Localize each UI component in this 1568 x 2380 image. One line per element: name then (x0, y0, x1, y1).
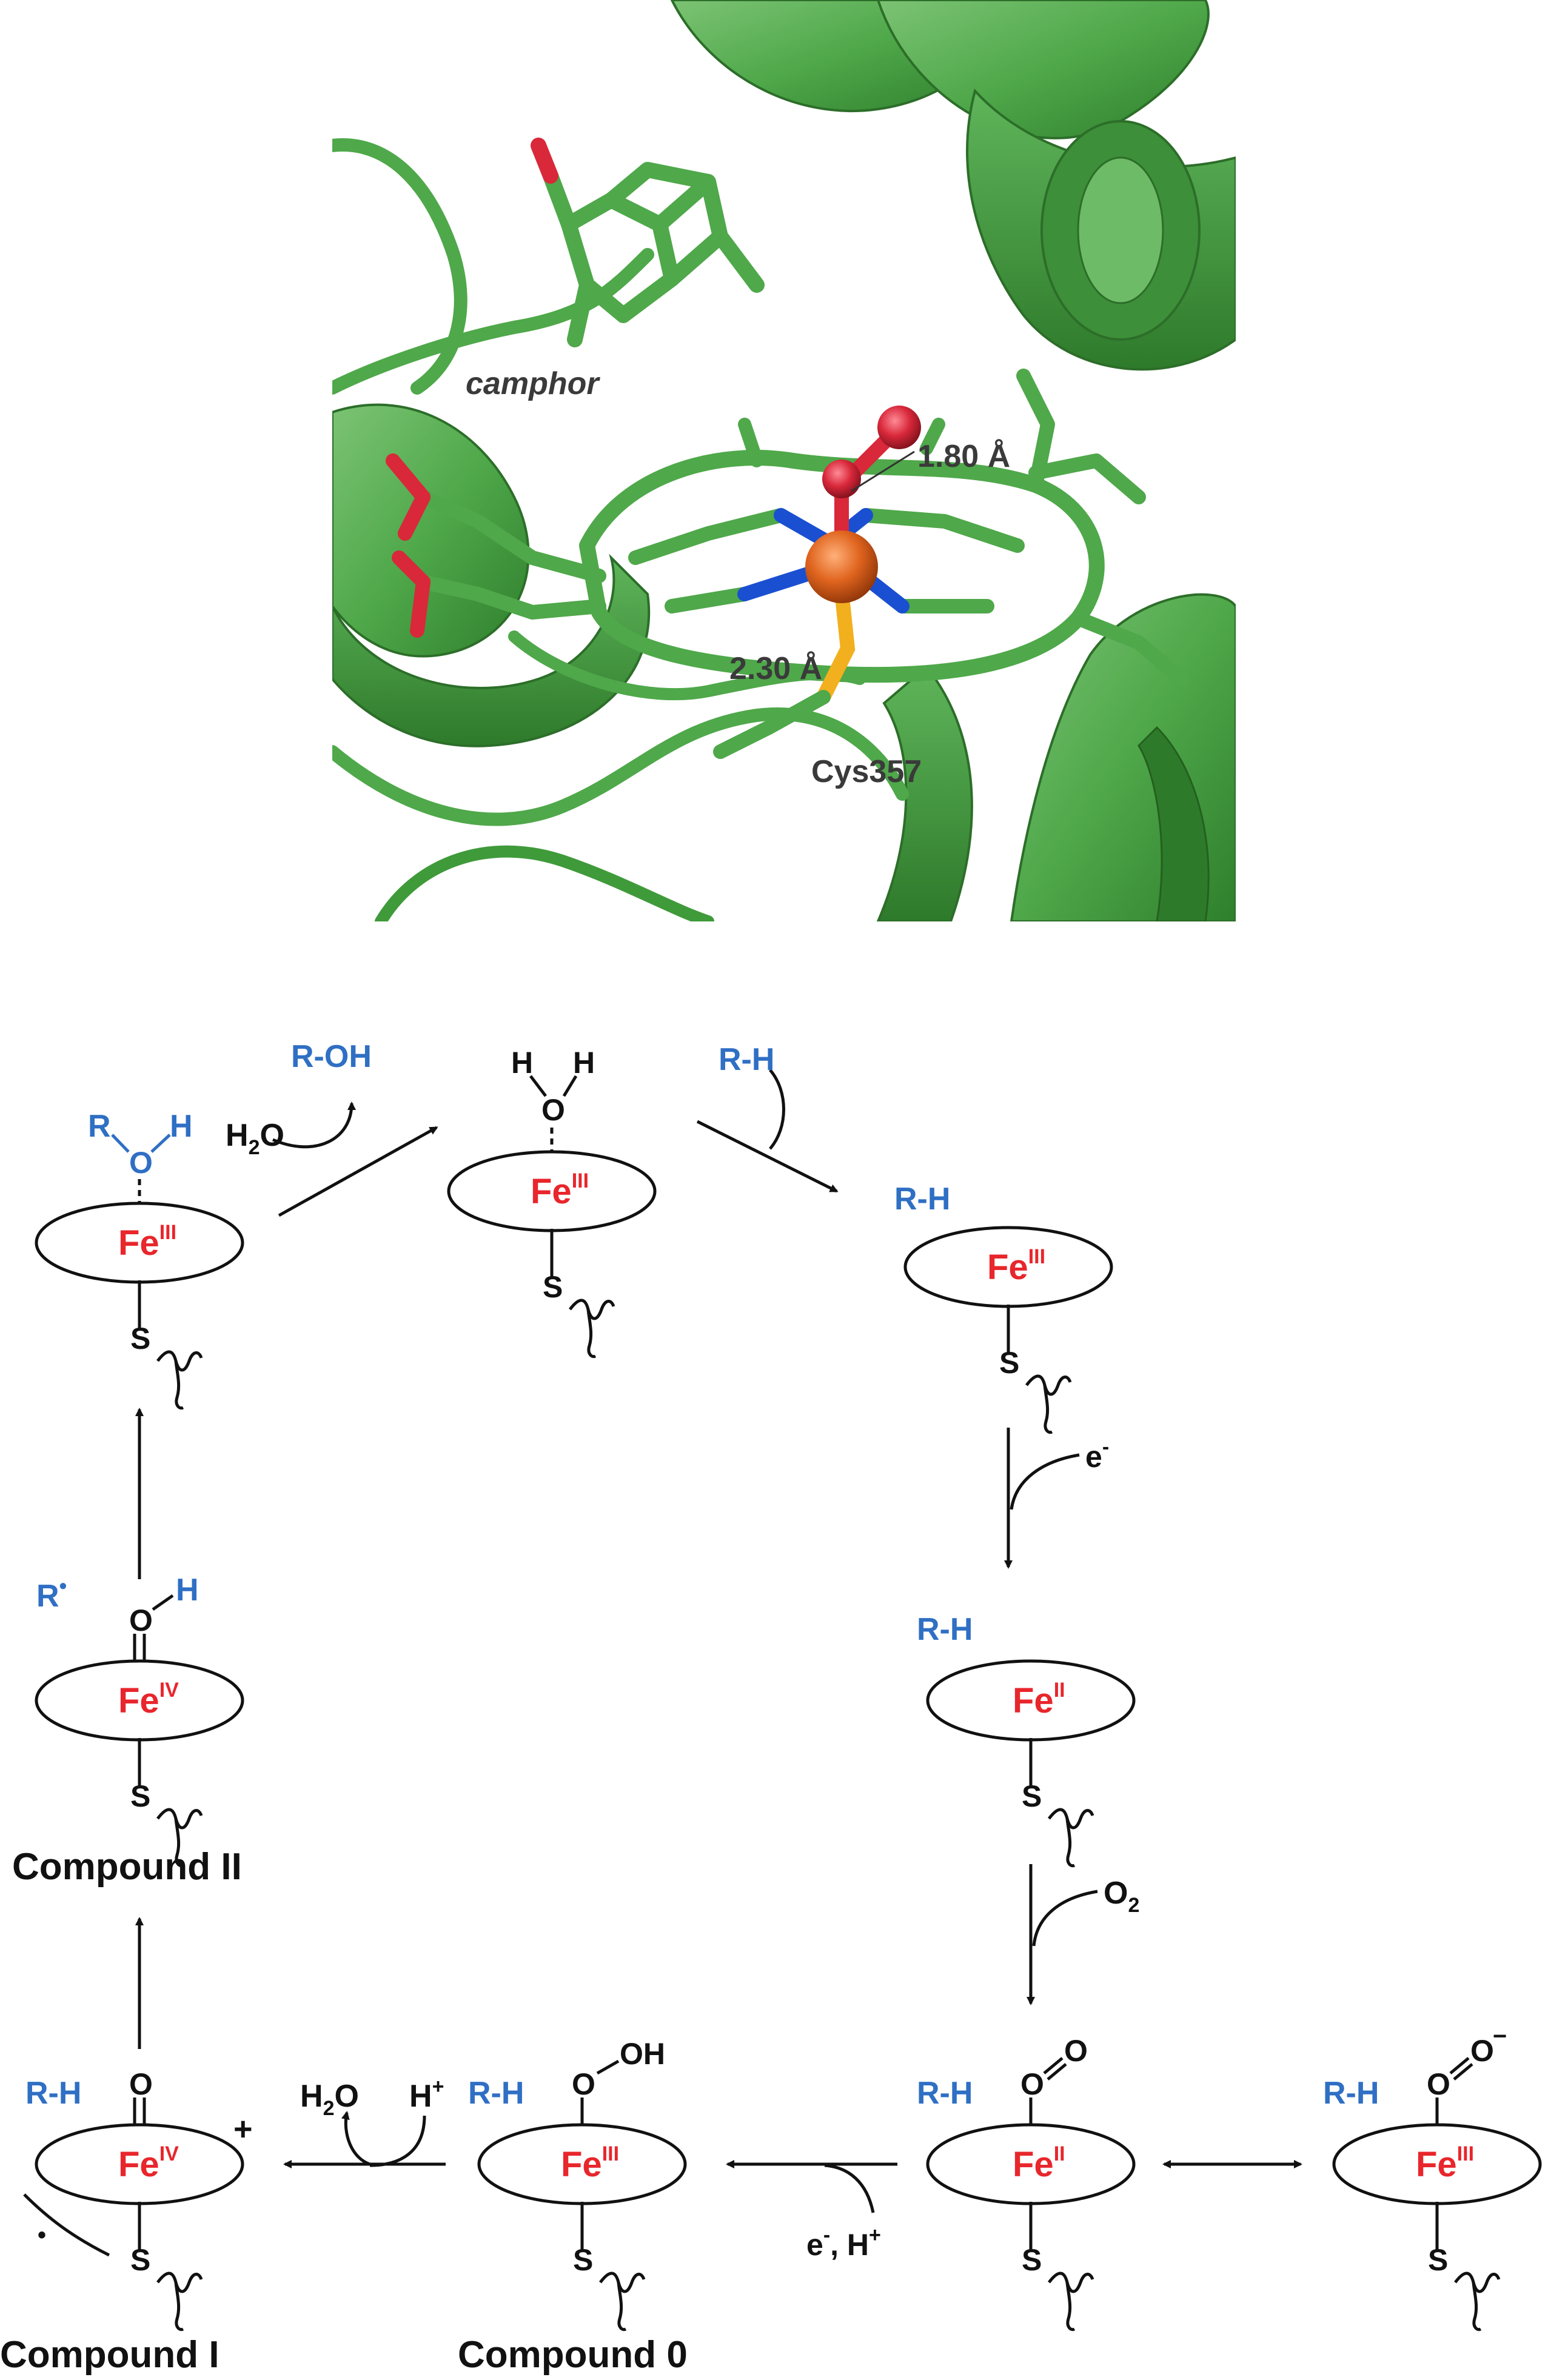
hydroxo-h: H (176, 1573, 199, 1608)
camphor-label: camphor (466, 366, 600, 401)
sulfur-label: S (543, 1270, 563, 1304)
substrate-label: R-H (1323, 2076, 1379, 2111)
proton-label: H+ (409, 2075, 444, 2114)
compound-0-label: Compound 0 (458, 2334, 688, 2376)
proximal-oxygen: O (572, 2067, 595, 2101)
state-compound-i: FeIV S R-H O + • Compound I (0, 2067, 253, 2376)
distance-fe-s-label: 2.30 Å (729, 651, 822, 686)
electron-label: e- (1085, 1436, 1109, 1474)
hydroxo-oxygen: O (129, 1603, 153, 1637)
compound-i-label: Compound I (0, 2334, 219, 2376)
water-h-right: H (573, 1046, 595, 1080)
state-product-bound: FeIII S O R H (36, 1109, 243, 1408)
cycle-arrows (135, 1069, 1302, 2213)
fe-label: FeIV (118, 2142, 179, 2184)
hydroperoxo-oh: OH (620, 2037, 665, 2071)
arrow-eh-in (824, 2164, 875, 2213)
cysteine-ligand (713, 584, 856, 759)
camphor-molecule (531, 138, 765, 347)
dioxygen-ligand (822, 406, 921, 553)
arrow-product-release (278, 1126, 438, 1217)
incoming-substrate-label: R-H (719, 1042, 774, 1077)
fe-label: FeIII (531, 1169, 589, 1211)
substrate-radical-label: R• (36, 1573, 67, 1614)
helix-ribbons (670, 0, 1236, 921)
iron-atom (805, 530, 878, 603)
distance-lines (851, 450, 915, 492)
water-oxygen: O (541, 1093, 565, 1127)
distal-oxygen: O (1064, 2034, 1088, 2068)
substrate-label: R-H (894, 1182, 950, 1217)
state-substrate-bound-feiii: FeIII S R-H (894, 1182, 1111, 1432)
radical-dot: • (38, 2222, 46, 2248)
heme-group (386, 369, 1188, 686)
arrow-substrate-binding (696, 1120, 839, 1193)
oxo-oxygen: O (129, 2067, 153, 2101)
state-compound-0: FeIII S R-H O OH Compound 0 (458, 2037, 688, 2376)
catalytic-cycle-scheme: FeIII S O H H FeIII S R-H FeII S R-H FeI… (0, 1039, 1568, 2376)
sulfur-label: S (1022, 1779, 1042, 1813)
arrow-h-plus-in (369, 2115, 426, 2167)
arrow-water-in (272, 1101, 356, 1149)
cys357-label: Cys357 (811, 754, 922, 789)
sulfur-label: S (573, 2243, 593, 2277)
substrate-label: R-H (917, 2076, 973, 2111)
sulfur-label: S (999, 1346, 1019, 1380)
arrow-electron-in (1010, 1453, 1080, 1510)
electron-proton-label: e-, H+ (806, 2224, 881, 2262)
sulfur-label: S (1428, 2243, 1448, 2277)
fe-label: FeIII (118, 1221, 176, 1263)
fe-label: FeIII (987, 1245, 1045, 1287)
arrow-rh-in (769, 1069, 785, 1150)
product-h: H (170, 1109, 193, 1144)
released-product-label: R-OH (291, 1039, 372, 1074)
substrate-label: R-H (468, 2076, 524, 2111)
fe-label: FeII (1013, 1679, 1065, 1720)
water-h-left: H (511, 1046, 533, 1080)
arrow-h2o-out (341, 2111, 370, 2166)
fe-label: FeIII (561, 2142, 619, 2184)
proximal-oxygen: O (1020, 2067, 1044, 2101)
fe-label: FeIV (118, 1679, 179, 1720)
state-compound-ii: FeIV S O H R• Compound II (12, 1573, 243, 1888)
distal-oxygen: O (1470, 2034, 1494, 2068)
fe-label: FeIII (1416, 2142, 1474, 2184)
sulfur-label: S (130, 1779, 150, 1813)
product-r: R (88, 1109, 111, 1144)
sulfur-label: S (130, 2243, 150, 2277)
state-resting-water-bound: FeIII S O H H (449, 1046, 655, 1357)
state-reduced-feii: FeII S R-H (917, 1612, 1134, 1866)
incoming-water-label: H2O (226, 1118, 284, 1159)
substrate-label: R-H (25, 2076, 81, 2111)
compound-ii-label: Compound II (12, 1846, 242, 1888)
proximal-oxygen: O (1427, 2067, 1450, 2101)
sulfur-label: S (130, 1322, 150, 1355)
distance-fe-o-label: 1.80 Å (917, 439, 1010, 474)
state-ferric-superoxo: FeIII S R-H O O − (1323, 2023, 1540, 2330)
fe-label: FeII (1013, 2142, 1065, 2184)
dioxygen-label: O2 (1104, 1876, 1139, 1917)
sulfur-label: S (1022, 2243, 1042, 2277)
released-water-label: H2O (300, 2079, 359, 2120)
substrate-label: R-H (917, 1612, 973, 1647)
negative-charge: − (1493, 2023, 1507, 2050)
crystal-structure-panel: camphor 1.80 Å 2.30 Å Cys357 (332, 0, 1236, 921)
arrow-o2-in (1032, 1890, 1098, 1947)
state-oxy-complex: FeII S R-H O O (917, 2034, 1134, 2330)
product-oxygen: O (129, 1146, 153, 1180)
cation-charge: + (233, 2111, 253, 2147)
